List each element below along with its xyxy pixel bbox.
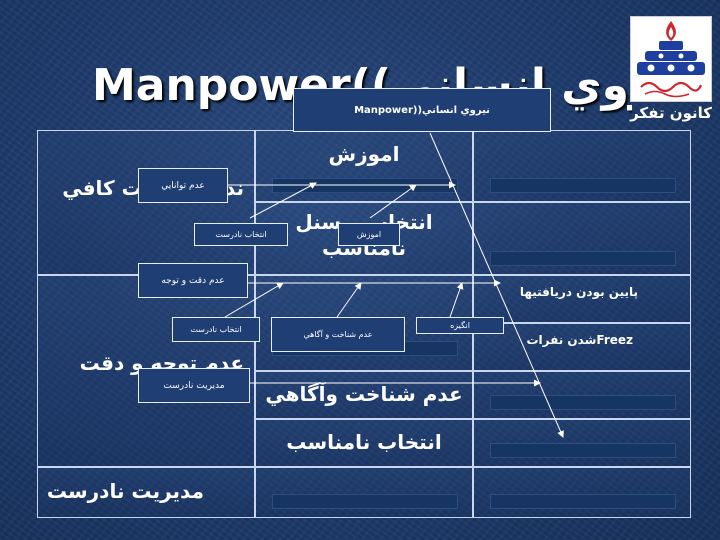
right-cell-5 [473,371,691,419]
left-cell-management: مديريت نادرست [37,467,255,518]
right-cell-2 [473,202,691,275]
brand-label: كانون تفكر [630,104,712,122]
mid-cell-bottom-bar [272,494,458,509]
lack-of-attention-box: عدم دقت و توجه [138,263,248,298]
logo-dot-4 [658,53,664,59]
arrow-training-to-line [369,184,417,219]
arrow-motivation-to-line [449,282,464,318]
mid-cell-awareness-text: عدم شناخت وآگاهي [265,382,463,406]
arrow-selection-to-training [249,182,317,219]
mid-cell-bottom [255,467,473,518]
logo-script-mark [640,81,703,93]
right-cell-7 [473,467,691,518]
motivation-box: انگيزه [416,317,504,334]
lack-of-awareness-box: عدم شناخت و آگاهي [271,317,405,352]
right-cell-freeze-text: Freezشدن نفرات [526,333,633,347]
arrow-selection2-to-line [224,282,284,318]
logo-dot-1 [647,64,655,72]
logo-dot-2 [667,64,675,72]
right-cell-1 [473,130,691,202]
wrong-selection-box-1: انتخاب نادرست [194,223,288,246]
right-cell-1-bar [490,178,676,193]
header-box: نيروي انساني((Manpower [293,88,551,132]
flame-core-icon [668,27,674,38]
arrow-awareness-to-line [336,282,362,318]
right-cell-income-text: پايين بودن دريافتيها [519,285,638,299]
right-cell-5-bar [490,395,676,410]
training-box: اموزش [338,223,400,246]
arrow-header-diagonal [429,132,564,438]
mid-cell-selection: انتخاب نامناسب [255,419,473,467]
logo-dot-3 [687,64,695,72]
company-logo [630,16,712,102]
logo-top-block [659,41,683,50]
mid-cell-awareness: عدم شناخت وآگاهي [255,371,473,419]
wrong-selection-box-2: انتخاب نادرست [172,317,260,342]
right-cell-6-bar [490,443,676,458]
petrochemical-logo-icon [637,21,705,98]
right-cell-7-bar [490,494,676,509]
inability-box: عدم توانايي [138,168,228,203]
mid-cell-training-text: اموزش [328,142,400,166]
logo-mid-block [645,51,697,61]
left-cell-management-text: مديريت نادرست [46,479,204,503]
wrong-management-box: مديريت نادرست [138,368,250,403]
right-cell-freeze: Freezشدن نفرات [473,323,691,371]
logo-script-mark-2 [644,90,690,98]
right-cell-6 [473,419,691,467]
mid-cell-selection-text: انتخاب نامناسب [286,430,442,454]
logo-dot-5 [678,53,684,59]
right-cell-2-bar [490,251,676,266]
